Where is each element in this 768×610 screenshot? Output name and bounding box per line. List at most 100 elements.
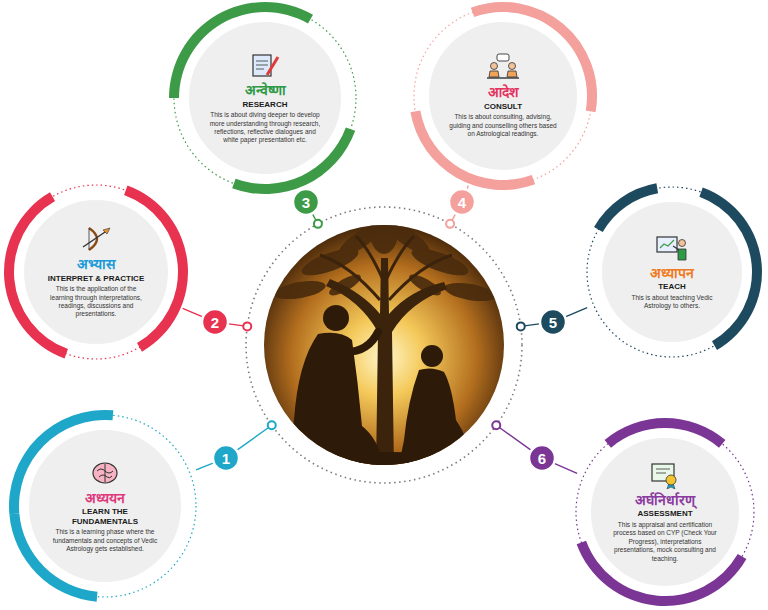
brain-folds <box>97 464 113 482</box>
circle-ring <box>587 183 762 357</box>
ring-dot <box>492 421 500 429</box>
stage-title-english: ASSESSMENT <box>637 509 692 519</box>
circle-content: अन्वेष्णाRESEARCHThis is about diving de… <box>210 51 321 145</box>
callout-number: 2 <box>202 309 228 335</box>
stage-title-english: RESEARCH <box>243 100 288 110</box>
arrow-shaft <box>83 230 108 247</box>
icon-group <box>253 55 278 76</box>
callout-number: 3 <box>293 189 319 215</box>
board-chart <box>660 240 674 248</box>
leader-line <box>237 425 271 450</box>
ring-dot <box>268 421 276 429</box>
stage-circle: अभ्यासINTERPRET & PRACTICEThis is the ap… <box>22 198 170 346</box>
ring-dot <box>314 220 322 228</box>
leader-line <box>183 308 202 316</box>
speech-bubble <box>497 54 509 61</box>
stage-circle: आदेशCONSULTThis is about consulting, adv… <box>427 20 579 172</box>
teacher-book <box>310 389 337 402</box>
dotted-ring <box>246 207 522 483</box>
leader-line <box>555 464 577 474</box>
stage-icon <box>79 225 113 253</box>
circle-fill <box>601 201 743 343</box>
circle-fill <box>28 429 182 583</box>
icon-group <box>652 464 676 489</box>
stage-circle: अर्घनिर्धारण्ASSESSMENT This is appraisal… <box>589 436 741 588</box>
icon-group <box>93 463 117 483</box>
person-head <box>509 63 516 70</box>
stage-title-hindi: अध्यापन <box>650 265 694 283</box>
callout-badge <box>529 445 555 471</box>
brain-shape <box>93 463 117 483</box>
medal <box>666 475 676 485</box>
circle-content: अर्घनिर्धारण्ASSESSMENT This is appraisal… <box>611 461 719 563</box>
pen <box>267 57 278 75</box>
icon-group <box>657 237 686 260</box>
ground-shadow <box>244 452 524 488</box>
circle-outline <box>27 428 183 584</box>
leaf-cluster <box>273 278 327 303</box>
stage-title-hindi: आदेश <box>488 84 519 102</box>
stage-description: This is a learning phase where the funda… <box>50 528 161 553</box>
callout-number: 6 <box>529 445 555 471</box>
student-head <box>421 345 443 367</box>
stage-title-hindi: अन्वेष्णा <box>245 82 286 100</box>
ring-dot <box>517 322 525 330</box>
stage-description: This is the application of the learning … <box>44 285 149 319</box>
leader-line <box>467 186 468 189</box>
circle-fill <box>23 199 169 345</box>
certificate-lines <box>656 469 670 473</box>
stage-title-hindi: अर्घनिर्धारण् <box>635 492 695 510</box>
stage-icon <box>648 461 682 489</box>
callout-badge <box>449 189 475 215</box>
leaf-cluster <box>443 280 497 305</box>
arrow-tip <box>103 228 110 234</box>
person-bodies <box>489 71 517 77</box>
circle-fill <box>590 437 740 587</box>
callout-number: 1 <box>213 445 239 471</box>
stage-title-hindi: अध्ययन <box>85 490 125 508</box>
teacher-body <box>678 249 686 260</box>
circle-fill <box>428 21 578 171</box>
stage-circle: अन्वेष्णाRESEARCHThis is about diving de… <box>187 20 343 176</box>
leader-line <box>196 463 213 470</box>
callout-number: 5 <box>540 309 566 335</box>
stage-circle: अध्यापनTEACHThis is about teaching Vedic… <box>600 200 744 344</box>
icon-group <box>487 54 519 78</box>
callout-badge <box>293 189 319 215</box>
callout-badge <box>202 309 228 335</box>
circle-content: अध्ययनLEARN THE FUNDAMENTALSThis is a le… <box>50 459 161 554</box>
stage-icon <box>88 459 122 487</box>
callout-number: 4 <box>449 189 475 215</box>
circle-content: आदेशCONSULTThis is about consulting, adv… <box>449 53 557 138</box>
person-head <box>491 63 498 70</box>
board <box>657 237 677 252</box>
stage-description: This is about teaching Vedic Astrology t… <box>621 294 723 311</box>
stage-description: This is appraisal and certification proc… <box>611 521 719 563</box>
stage-description: This is about consulting, advising, guid… <box>449 113 557 138</box>
circle-ring <box>410 2 597 190</box>
stage-icon <box>655 234 689 262</box>
stage-title-english: CONSULT <box>484 102 522 112</box>
leader-line <box>566 308 587 317</box>
ring-dot <box>446 220 454 228</box>
notebook-lines <box>256 61 268 69</box>
callout-badge <box>213 445 239 471</box>
bow-string <box>89 228 90 250</box>
stage-title-hindi: अभ्यास <box>77 256 115 274</box>
stage-title-english: INTERPRET & PRACTICE <box>48 274 144 284</box>
stage-icon <box>248 51 282 79</box>
callout-badge <box>540 309 566 335</box>
circle-ring <box>4 185 188 359</box>
circle-ring <box>169 2 356 194</box>
teacher-body <box>286 333 384 470</box>
tree-scene <box>244 210 524 488</box>
teacher-head <box>679 239 686 246</box>
teacher-head <box>323 305 349 331</box>
leaf-cluster <box>370 210 398 254</box>
tree-branches <box>320 236 452 300</box>
leaf-cluster <box>409 243 472 280</box>
teacher-arm <box>346 332 378 352</box>
circle-ring <box>9 410 196 602</box>
circle-content: अध्यापनTEACHThis is about teaching Vedic… <box>621 234 723 311</box>
